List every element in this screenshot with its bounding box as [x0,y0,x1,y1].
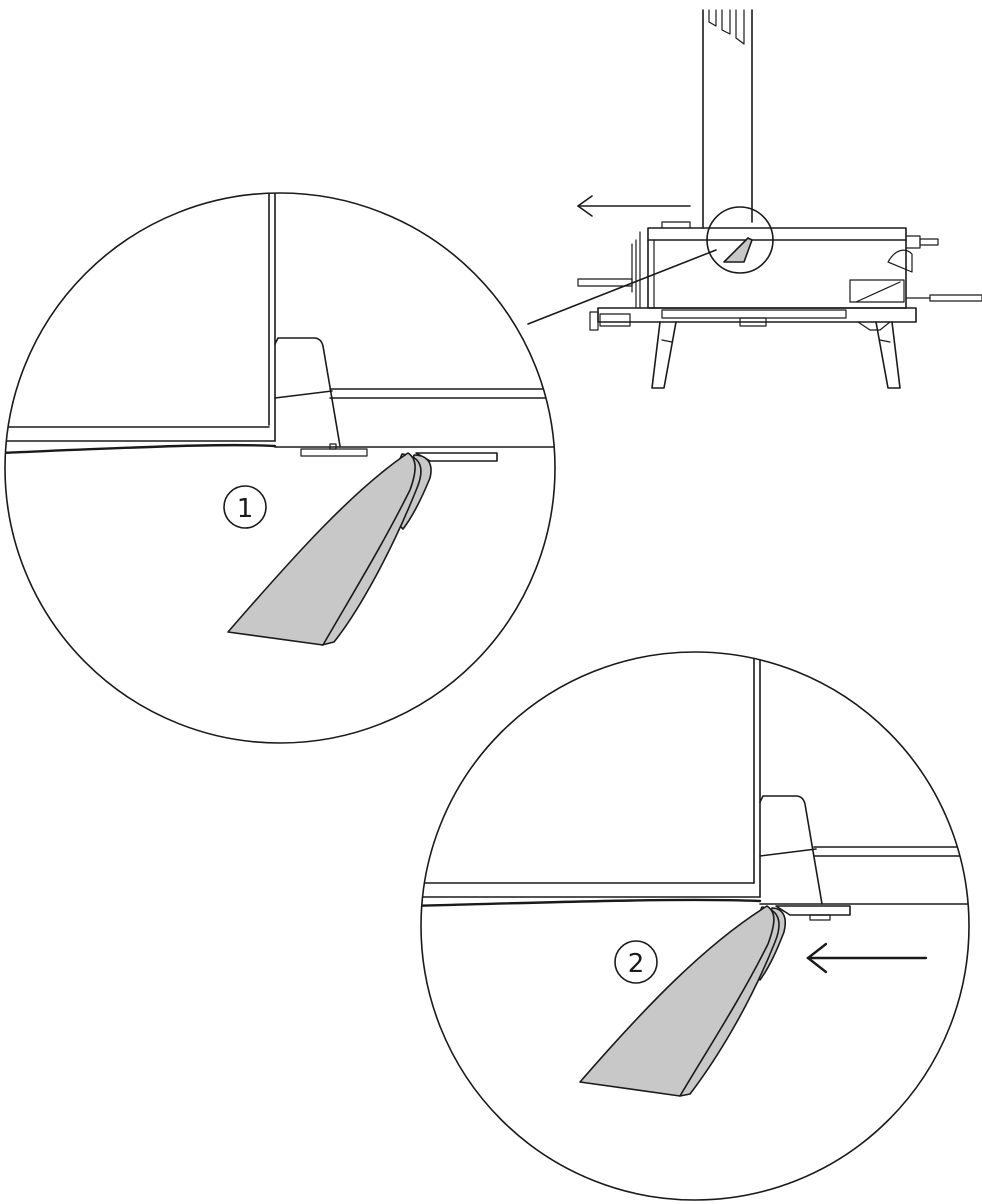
arrow-left-icon [806,942,928,974]
detail-view-1: 1 [4,192,556,744]
arrow-left-icon [577,195,691,217]
step-marker-1: 1 [223,485,267,529]
svg-text:2: 2 [628,949,645,979]
oven-body [577,221,982,389]
detail-magnifier [527,206,774,325]
detail-view-2: 2 [420,651,970,1201]
oven-overview [527,9,982,389]
svg-text:1: 1 [237,494,254,524]
chimney [702,9,753,229]
step-marker-2: 2 [614,940,658,984]
